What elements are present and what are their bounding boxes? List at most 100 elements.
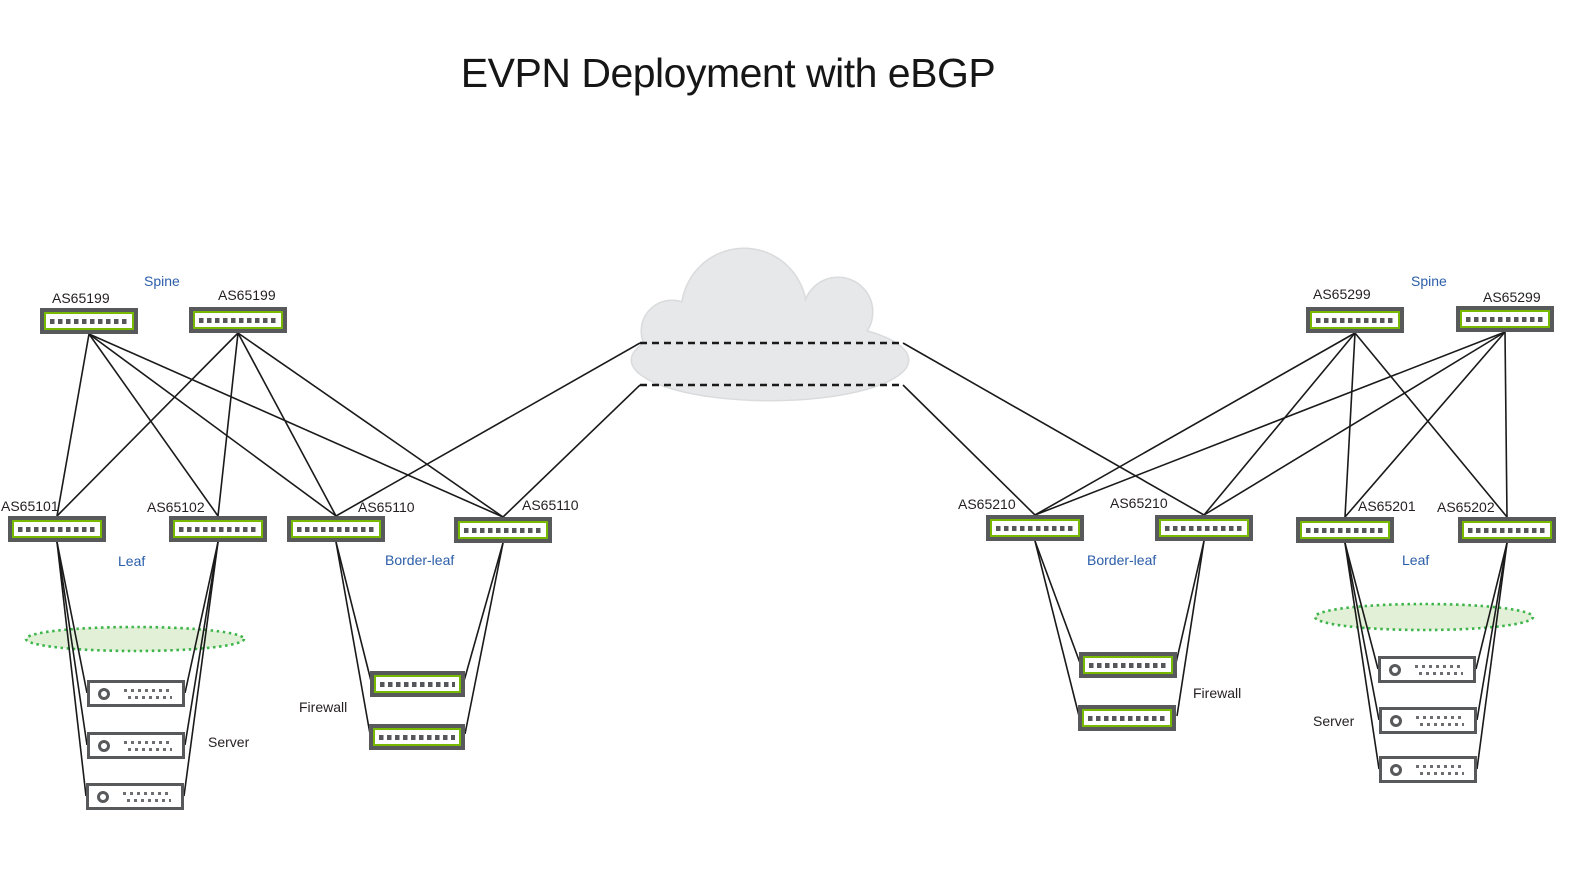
as-label-border-leaf-l2: AS65110 xyxy=(522,497,579,513)
as-label-border-leaf-l1: AS65110 xyxy=(358,499,415,515)
switch-ports xyxy=(18,526,96,532)
link-line xyxy=(902,384,1036,516)
spine-switch-r2 switch-icon xyxy=(1456,306,1554,332)
right-server-links xyxy=(1344,542,1508,770)
link-line xyxy=(335,342,641,517)
link-line xyxy=(1344,542,1379,670)
switch-ports xyxy=(1316,317,1394,323)
switch-ports xyxy=(1165,525,1243,531)
server-vents xyxy=(124,687,172,700)
wan-cloud-icon xyxy=(630,247,910,402)
leaf-switch-l2 switch-icon xyxy=(169,516,267,542)
spine-switch-r1 switch-icon xyxy=(1306,307,1404,333)
link-line xyxy=(217,332,239,517)
link-line xyxy=(1354,332,1508,518)
left-server-links xyxy=(56,541,219,797)
server-vents xyxy=(1416,714,1464,727)
role-label-spine-left: Spine xyxy=(144,273,180,289)
server-l3 server-icon xyxy=(86,783,184,810)
role-label-leaf-left: Leaf xyxy=(118,553,146,569)
link-line xyxy=(1476,542,1508,721)
link-line xyxy=(88,333,337,517)
link-line xyxy=(335,541,371,735)
role-label-border-leaf-right: Border-leaf xyxy=(1087,552,1157,568)
as-label-border-leaf-r2: AS65210 xyxy=(1110,495,1168,511)
firewall-label-right: Firewall xyxy=(1193,685,1242,701)
server-r2 server-icon xyxy=(1379,707,1477,734)
link-line xyxy=(1203,331,1506,516)
l2-domain-ellipse xyxy=(24,625,246,653)
link-line xyxy=(1504,331,1508,518)
right-firewall-links xyxy=(1034,540,1205,717)
link-line xyxy=(1034,332,1356,516)
leaf-switch-r1 switch-icon xyxy=(1296,517,1394,543)
switch-ports xyxy=(179,526,257,532)
link-line xyxy=(1475,542,1508,670)
server-label-right: Server xyxy=(1313,713,1355,729)
switch-ports xyxy=(1466,316,1544,322)
switch-ports xyxy=(297,526,375,532)
switch-ports xyxy=(996,525,1074,531)
firewall-l2 switch-icon xyxy=(369,724,465,750)
server-vents xyxy=(123,790,171,803)
link-line xyxy=(56,332,239,517)
link-line xyxy=(184,541,219,694)
role-label-leaf-right: Leaf xyxy=(1402,552,1430,568)
link-line xyxy=(56,541,87,797)
link-line xyxy=(1344,331,1506,518)
link-line xyxy=(88,333,219,517)
firewall-l1 switch-icon xyxy=(370,671,465,697)
server-r3 server-icon xyxy=(1379,756,1477,783)
leaf-switch-r2 switch-icon xyxy=(1458,517,1556,543)
switch-ports xyxy=(1306,527,1384,533)
switch-ports xyxy=(1468,527,1546,533)
link-line xyxy=(56,333,90,517)
link-line xyxy=(1034,540,1081,664)
link-line xyxy=(183,541,219,797)
server-l2 server-icon xyxy=(87,732,185,759)
link-line xyxy=(184,541,219,746)
link-line xyxy=(1476,542,1508,770)
server-label-left: Server xyxy=(208,734,250,750)
switch-ports xyxy=(199,317,277,323)
as-label-spine-l2: AS65199 xyxy=(218,287,276,303)
as-label-spine-r2: AS65299 xyxy=(1483,289,1541,305)
as-label-leaf-l1: AS65101 xyxy=(1,498,59,514)
server-led xyxy=(98,739,110,752)
as-label-spine-l1: AS65199 xyxy=(52,290,110,306)
link-line xyxy=(1175,540,1205,664)
link-line xyxy=(237,332,337,517)
role-label-spine-right: Spine xyxy=(1411,273,1447,289)
link-line xyxy=(335,541,372,682)
as-label-leaf-r1: AS65201 xyxy=(1358,498,1416,514)
border-leaf-switch-r1 switch-icon xyxy=(986,515,1084,541)
wan-dashed-links xyxy=(640,341,903,387)
server-led xyxy=(1389,663,1401,676)
link-line xyxy=(56,541,88,746)
as-label-leaf-l2: AS65102 xyxy=(147,499,205,515)
switch-ports xyxy=(380,681,455,687)
link-line xyxy=(463,542,504,682)
link-line xyxy=(502,384,641,518)
link-line xyxy=(1203,332,1356,516)
server-led xyxy=(1390,763,1402,776)
server-led xyxy=(97,790,109,803)
wan-uplink-lines xyxy=(335,342,1205,518)
server-vents xyxy=(1416,763,1464,776)
link-line xyxy=(88,333,504,518)
spine-switch-l1 switch-icon xyxy=(40,308,138,334)
server-r1 server-icon xyxy=(1378,656,1476,683)
firewall-r1 switch-icon xyxy=(1079,652,1177,678)
server-led xyxy=(1390,714,1402,727)
link-line xyxy=(1344,542,1380,770)
left-fabric-links xyxy=(56,332,504,518)
l2-domain-ellipse xyxy=(1313,602,1535,632)
server-vents xyxy=(124,739,172,752)
as-label-spine-r1: AS65299 xyxy=(1313,286,1371,302)
leaf-switch-l1 switch-icon xyxy=(8,516,106,542)
page-title: EVPN Deployment with eBGP xyxy=(460,50,996,96)
link-line xyxy=(237,332,504,518)
switch-ports xyxy=(1088,715,1166,721)
